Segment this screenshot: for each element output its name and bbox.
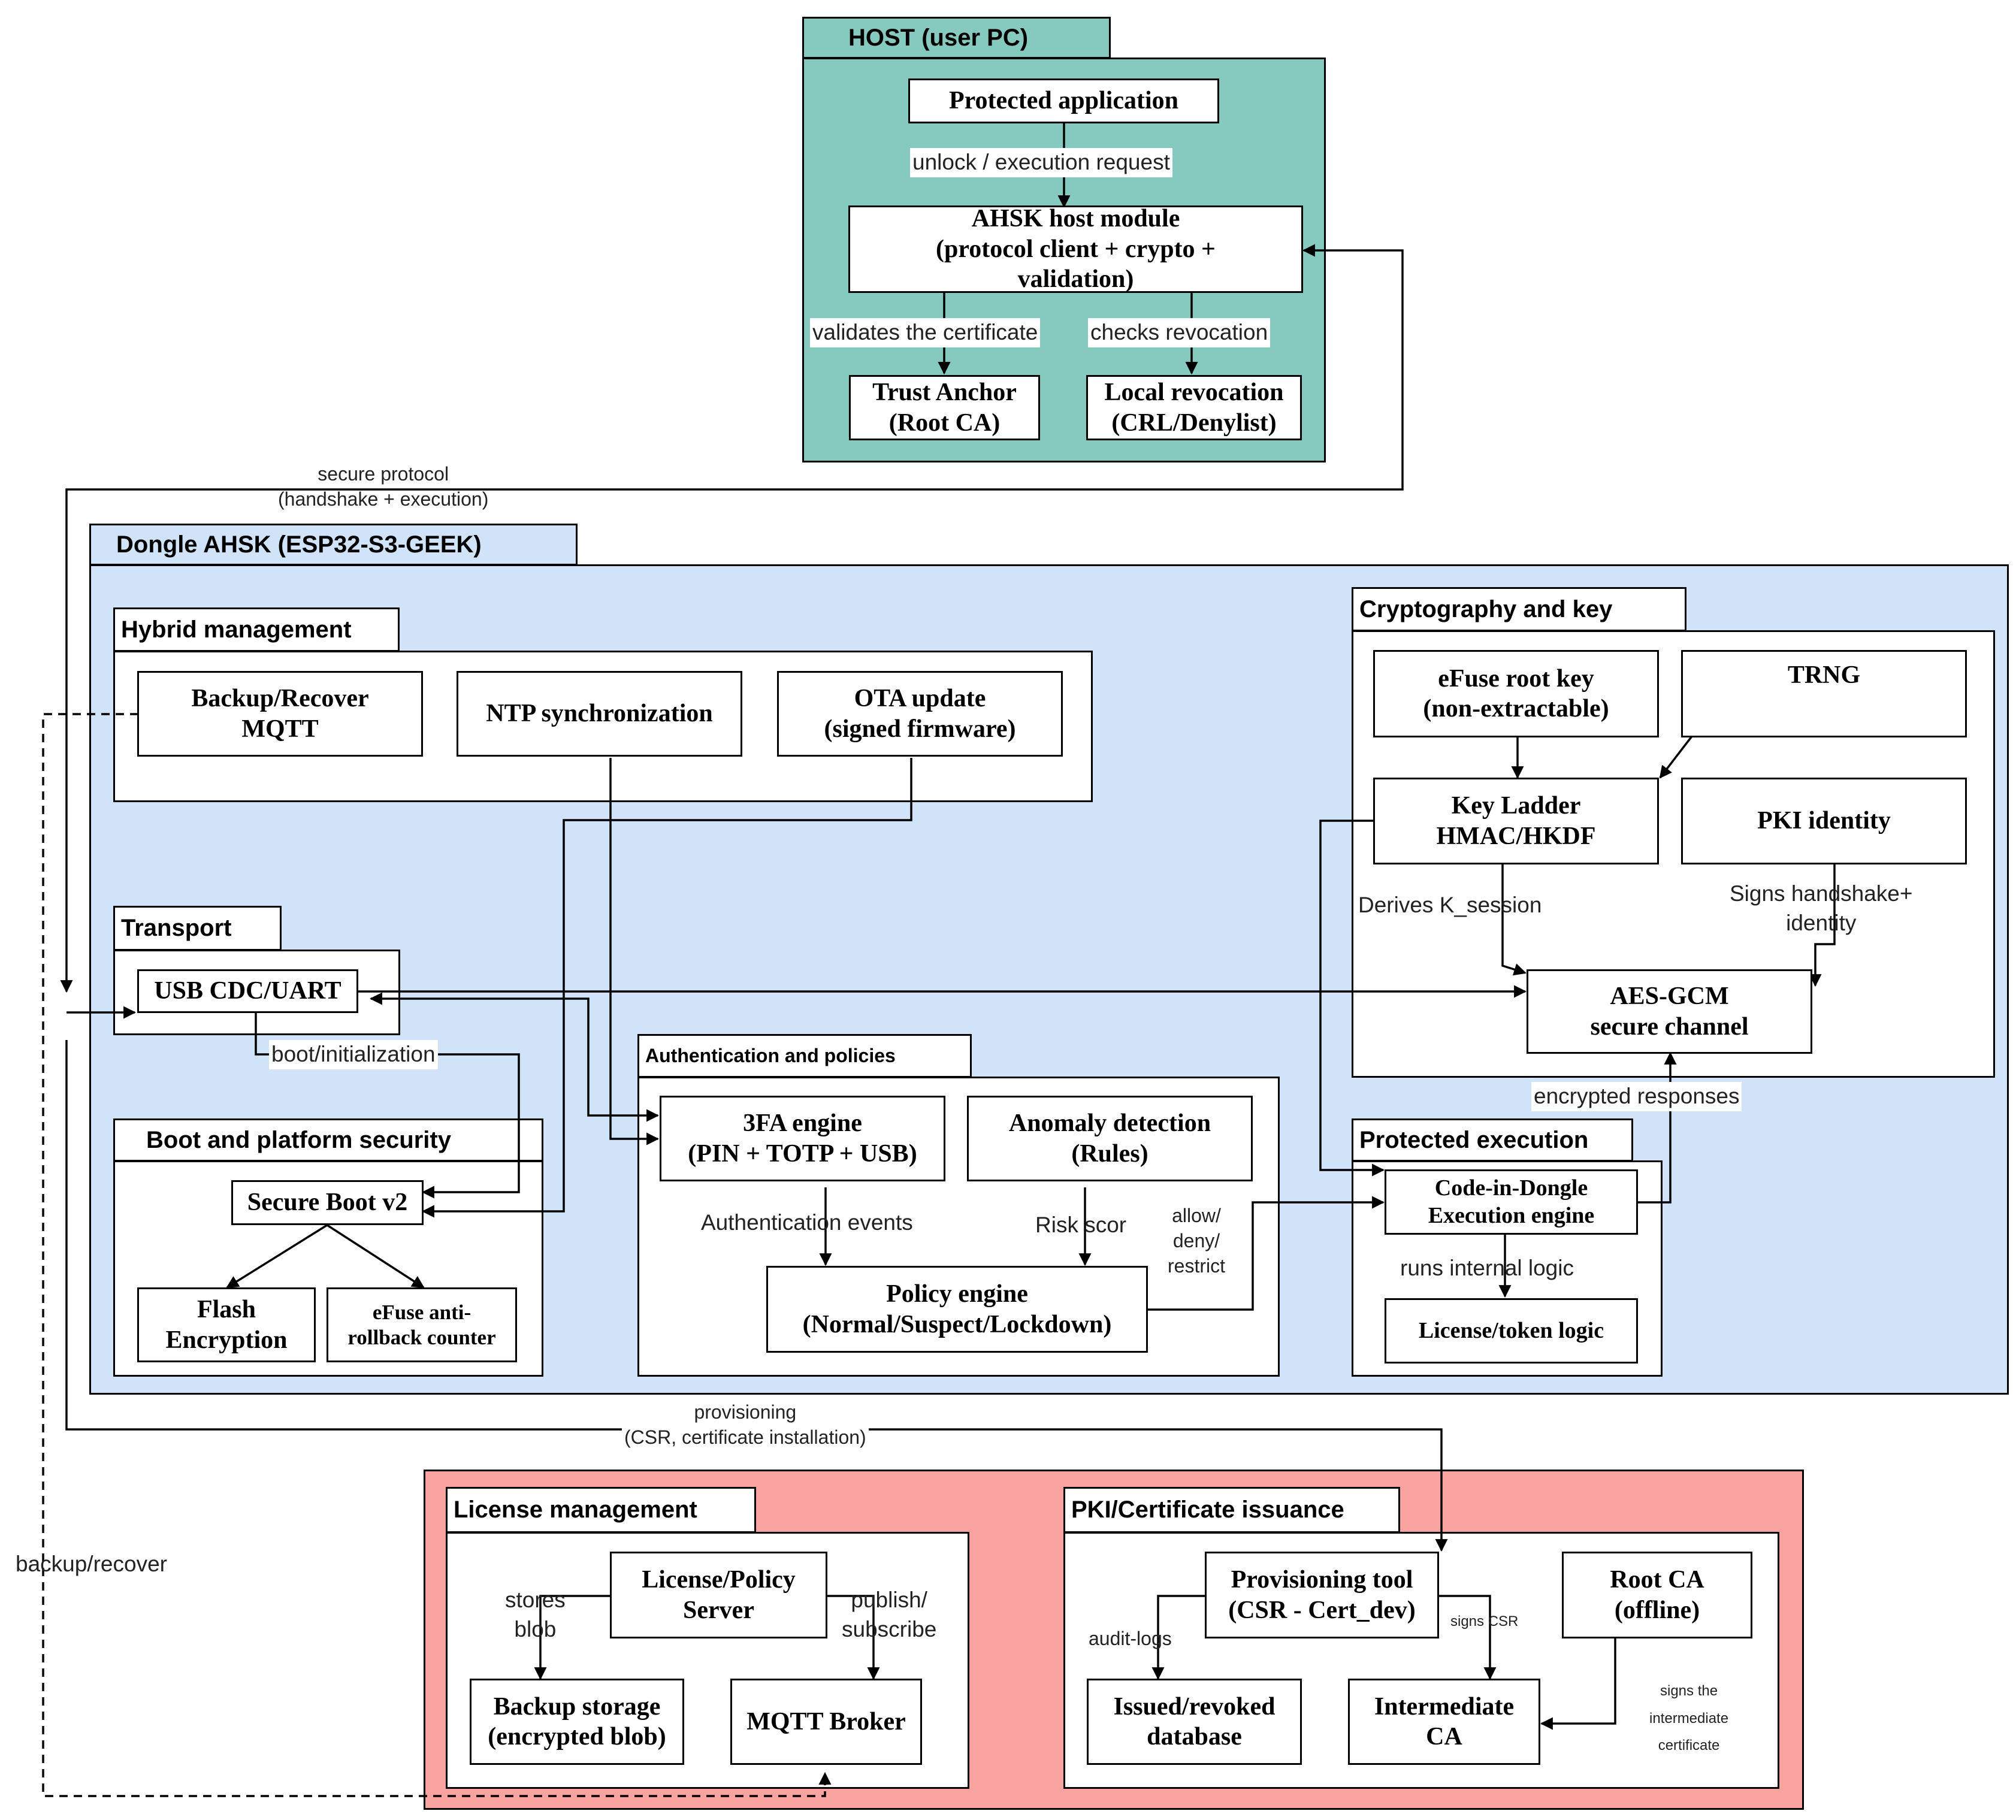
edge-backup-recover — [42, 713, 832, 1797]
edge-boot-flash — [226, 1224, 328, 1289]
backup-recover-mqtt-node: Backup/Recover MQTT — [137, 671, 423, 757]
3fa-engine-node: 3FA engine (PIN + TOTP + USB) — [660, 1096, 945, 1181]
edge-label-secure-protocol: secure protocol (handshake + execution) — [278, 463, 489, 510]
edge-label-runs: runs internal logic — [1400, 1256, 1574, 1280]
license-management-title: License management — [446, 1487, 756, 1533]
protected-execution-title: Protected execution — [1352, 1118, 1633, 1162]
edge-ladder-cid — [1319, 820, 1385, 1177]
edge-label-risk: Risk scor — [1035, 1213, 1127, 1237]
edge-label-checks: checks revocation — [1088, 318, 1271, 347]
pki-identity-node: PKI identity — [1681, 778, 1967, 864]
edge-boot-efuse — [327, 1224, 425, 1289]
edge-ntp-3fa — [609, 758, 660, 1145]
edge-label-allow: allow/ deny/ restrict — [1168, 1205, 1225, 1277]
efuse-anti-rollback-node: eFuse anti- rollback counter — [327, 1287, 517, 1362]
edge-signs-intermediate — [1540, 1637, 1616, 1730]
intermediate-ca-node: Intermediate CA — [1348, 1679, 1540, 1765]
mqtt-broker-node: MQTT Broker — [730, 1679, 922, 1765]
backup-storage-node: Backup storage (encrypted blob) — [470, 1679, 684, 1765]
protected-application-node: Protected application — [908, 78, 1219, 123]
edge-allow — [1147, 1196, 1385, 1311]
auth-policies-title: Authentication and policies — [637, 1034, 972, 1078]
edge-label-provisioning: provisioning (CSR, certificate installat… — [622, 1399, 869, 1450]
edge-label-unlock: unlock / execution request — [910, 148, 1172, 177]
edge-label-backup-recover: backup/recover — [16, 1552, 167, 1576]
flash-encryption-node: Flash Encryption — [137, 1287, 316, 1362]
efuse-root-key-node: eFuse root key (non-extractable) — [1373, 650, 1659, 737]
edge-label-publish: publish/ subscribe — [842, 1588, 937, 1641]
usb-cdc-uart-node: USB CDC/UART — [137, 969, 358, 1013]
edge-publish — [827, 1595, 880, 1680]
ntp-synchronization-node: NTP synchronization — [457, 671, 742, 757]
edge-usb-3fa — [369, 992, 660, 1122]
policy-engine-node: Policy engine (Normal/Suspect/Lockdown) — [766, 1266, 1148, 1353]
pki-issuance-title: PKI/Certificate issuance — [1063, 1487, 1400, 1533]
boot-security-title: Boot and platform security — [113, 1118, 543, 1162]
edge-boot-init — [255, 1012, 520, 1199]
crypto-key-title: Cryptography and key — [1352, 587, 1686, 631]
provisioning-tool-node: Provisioning tool (CSR - Cert_dev) — [1205, 1552, 1439, 1638]
edge-signs-csr — [1438, 1595, 1497, 1680]
license-policy-server-node: License/Policy Server — [610, 1552, 827, 1638]
edge-secure-protocol — [60, 244, 1404, 993]
secure-boot-node: Secure Boot v2 — [231, 1180, 424, 1225]
edge-ota-boot — [421, 758, 912, 1218]
edge-label-validates: validates the certificate — [810, 318, 1041, 347]
root-ca-node: Root CA (offline) — [1562, 1552, 1752, 1638]
trng-node: TRNG — [1681, 650, 1967, 737]
edge-stores-blob — [534, 1595, 610, 1680]
issued-revoked-database-node: Issued/revoked database — [1087, 1679, 1302, 1765]
edge-label-derives: Derives K_session — [1358, 893, 1542, 917]
edge-trng-ladder — [1659, 735, 1693, 779]
edge-label-stores-blob: stores blob — [505, 1588, 566, 1641]
trust-anchor-node: Trust Anchor (Root CA) — [849, 375, 1040, 440]
code-in-dongle-node: Code-in-Dongle Execution engine — [1385, 1169, 1638, 1235]
anomaly-detection-node: Anomaly detection (Rules) — [967, 1096, 1253, 1181]
local-revocation-node: Local revocation (CRL/Denylist) — [1086, 375, 1302, 440]
edge-label-encrypted-responses: encrypted responses — [1531, 1082, 1742, 1111]
edge-derives — [1501, 864, 1527, 976]
edge-label-signs-csr: signs CSR — [1450, 1613, 1519, 1629]
edge-label-signs-intermediate: signs the intermediate certificate — [1649, 1683, 1729, 1754]
key-ladder-node: Key Ladder HMAC/HKDF — [1373, 778, 1659, 864]
host-zone-title: HOST (user PC) — [802, 17, 1111, 59]
ahsk-host-module-node: AHSK host module (protocol client + cryp… — [848, 205, 1303, 293]
aes-gcm-node: AES-GCM secure channel — [1527, 969, 1812, 1054]
license-token-logic-node: License/token logic — [1385, 1298, 1638, 1364]
edge-label-auth-events: Authentication events — [701, 1210, 913, 1235]
edge-signs-handshake — [1809, 864, 1836, 987]
ota-update-node: OTA update (signed firmware) — [777, 671, 1063, 757]
edge-label-boot-init: boot/initialization — [269, 1040, 438, 1069]
edge-label-signs-handshake: Signs handshake+ identity — [1730, 881, 1913, 935]
edge-label-audit: audit-logs — [1089, 1628, 1172, 1649]
edge-audit — [1151, 1595, 1205, 1680]
